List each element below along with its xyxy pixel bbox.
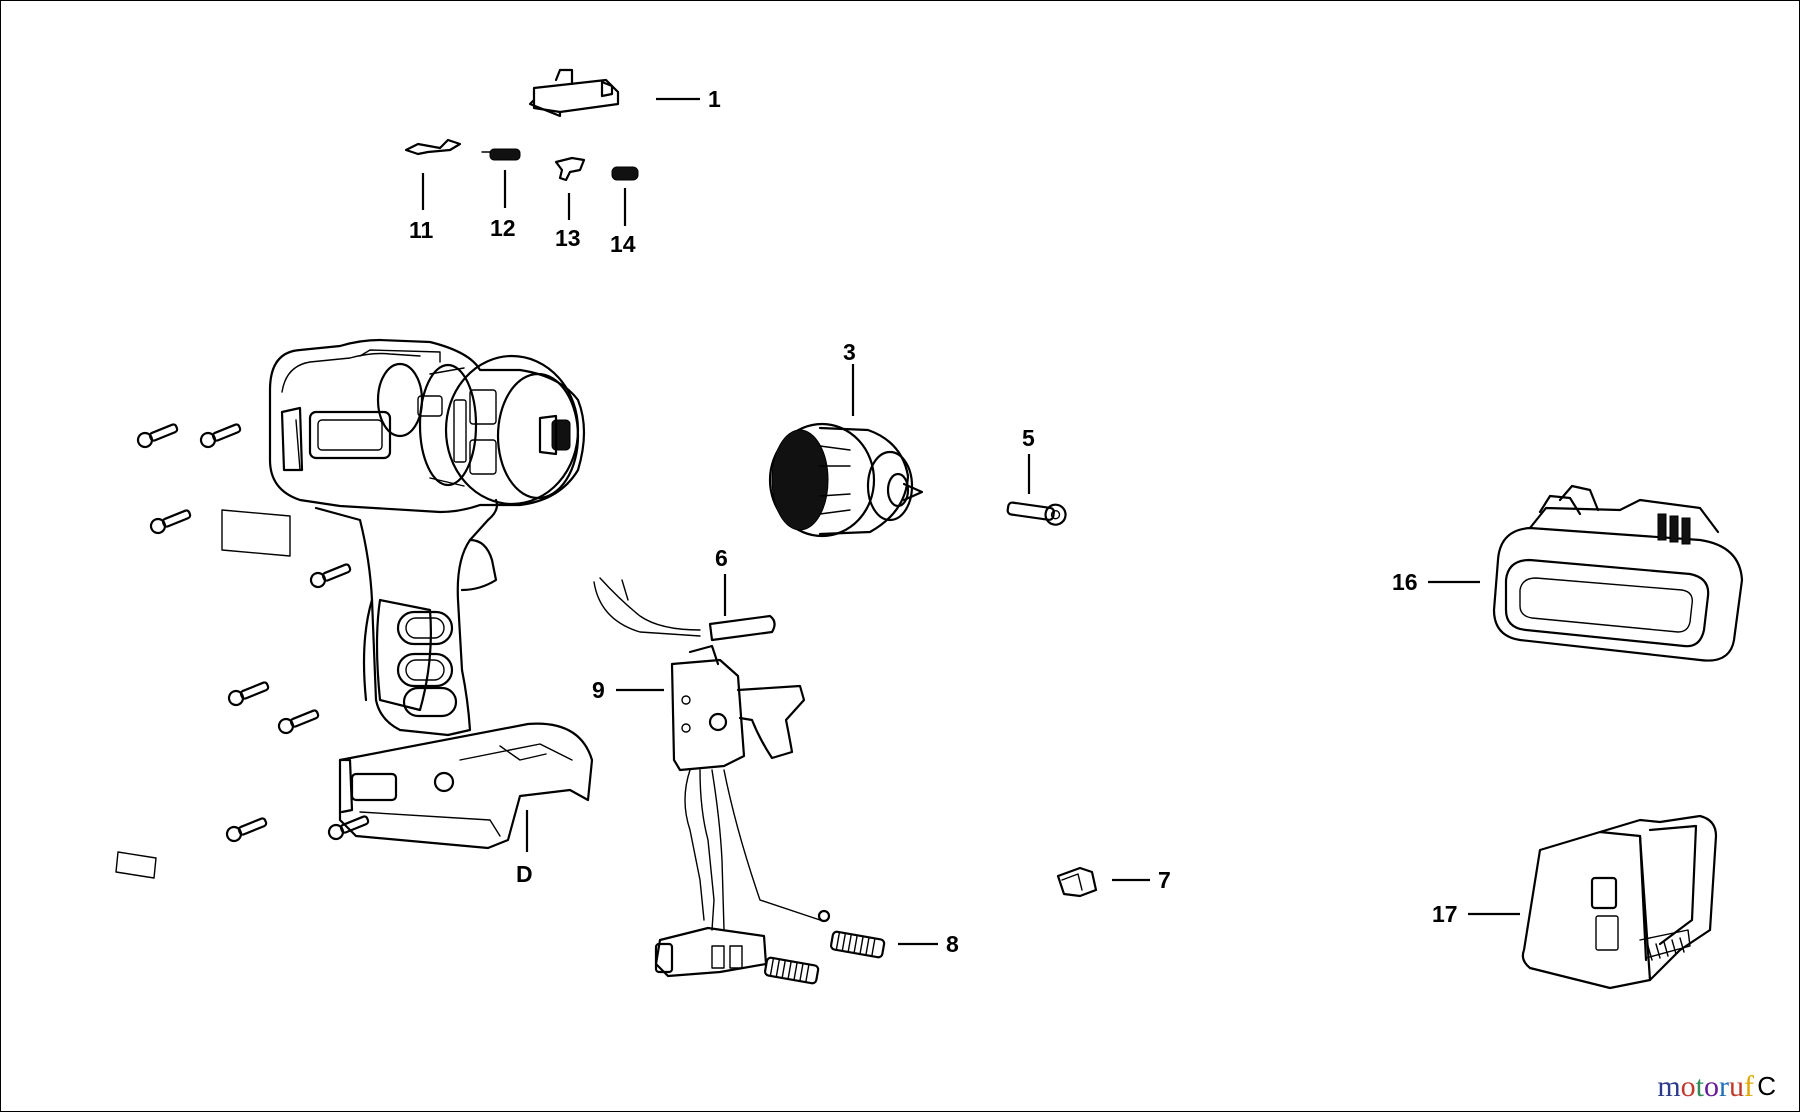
label-1: 1	[708, 86, 721, 112]
part-13-clip: 13	[554, 156, 586, 251]
label-17: 17	[1432, 901, 1458, 927]
watermark-suffix: C	[1757, 1071, 1776, 1101]
part-14-spring: 14	[610, 166, 639, 257]
part-9-switch: 9	[592, 644, 831, 978]
part-12-spring: 12	[481, 148, 521, 241]
label-7: 7	[1158, 867, 1171, 893]
watermark-logo: motoruf	[1657, 1070, 1754, 1104]
drill-screws	[136, 423, 370, 843]
drill-nameplates	[115, 509, 291, 879]
label-8: 8	[946, 931, 959, 957]
drill-housing: D	[268, 338, 594, 887]
part-8-brushes: 8	[763, 930, 959, 985]
label-11: 11	[409, 217, 434, 243]
watermark-letter: f	[1744, 1070, 1754, 1103]
watermark-letter: t	[1695, 1070, 1704, 1103]
label-14: 14	[610, 231, 636, 257]
part-11-wire-spring: 11	[404, 138, 462, 243]
label-13: 13	[555, 225, 581, 251]
label-6: 6	[715, 545, 728, 571]
label-3: 3	[843, 339, 856, 365]
label-16: 16	[1392, 569, 1418, 595]
part-7-clip: 7	[1056, 866, 1171, 898]
label-12: 12	[490, 215, 516, 241]
part-6-switch-lever: 6	[593, 545, 776, 642]
watermark-letter: o	[1704, 1070, 1719, 1103]
watermark-letter: o	[1680, 1070, 1696, 1103]
part-17-charger: 17	[1432, 814, 1718, 990]
label-9: 9	[592, 677, 605, 703]
part-3-chuck: 3	[768, 339, 924, 538]
label-5: 5	[1022, 425, 1035, 451]
label-D: D	[516, 861, 533, 887]
part-16-battery: 16	[1392, 484, 1744, 662]
watermark-letter: r	[1719, 1070, 1729, 1103]
part-1-latch: 1	[528, 68, 721, 118]
watermark-letter: u	[1729, 1070, 1744, 1103]
part-5-screw: 5	[1006, 425, 1067, 526]
watermark-letter: m	[1657, 1070, 1681, 1103]
